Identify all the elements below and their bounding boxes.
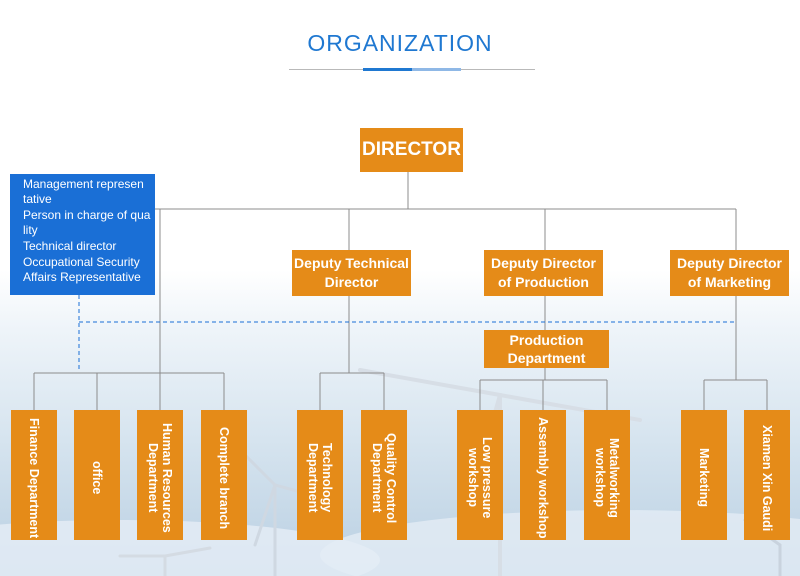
management-line: lity <box>23 223 38 237</box>
title-accent-bar-light <box>412 68 461 71</box>
dept-label: Complete branch <box>217 426 231 530</box>
dept-label: Technology Department <box>306 443 334 513</box>
dept-label: Quality Control Department <box>370 432 398 524</box>
dept-label: Metalworking workshop <box>593 438 621 518</box>
production-department-box: Production Department <box>484 330 609 368</box>
dept-label: office <box>90 461 104 495</box>
dept-label: Human Resources Department <box>146 423 174 533</box>
dept-complete-branch: Complete branch <box>201 410 247 540</box>
page-title: ORGANIZATION <box>307 30 493 56</box>
management-line: Management represen <box>23 177 144 191</box>
dept-marketing: Marketing <box>681 410 727 540</box>
management-line: Person in charge of qua <box>23 208 151 222</box>
dept-xiamen-xin-gaudi: Xiamen Xin Gaudi <box>744 410 790 540</box>
management-line: Occupational Security <box>23 255 140 269</box>
deputy-director-marketing-box: Deputy Director of Marketing <box>670 250 789 296</box>
dept-low-pressure-workshop: Low pressure workshop <box>457 410 503 540</box>
dept-label: Finance Department <box>27 417 41 539</box>
director-box: DIRECTOR <box>360 128 463 172</box>
dept-label: Marketing <box>697 448 711 508</box>
dept-quality-control: Quality Control Department <box>361 410 407 540</box>
dept-technology: Technology Department <box>297 410 343 540</box>
management-line: tative <box>23 192 52 206</box>
dept-label: Low pressure workshop <box>466 437 494 519</box>
dept-finance: Finance Department <box>11 410 57 540</box>
dept-metalworking-workshop: Metalworking workshop <box>584 410 630 540</box>
deputy-director-production-box: Deputy Director of Production <box>484 250 603 296</box>
dept-human-resources: Human Resources Department <box>137 410 183 540</box>
management-line: Affairs Representative <box>23 270 141 284</box>
management-line: Technical director <box>23 239 117 253</box>
deputy-technical-director-box: Deputy Technical Director <box>292 250 411 296</box>
dept-assembly-workshop: Assembly workshop <box>520 410 566 540</box>
dept-office: office <box>74 410 120 540</box>
management-representative-box: Management represen tative Person in cha… <box>10 174 155 295</box>
dept-label: Xiamen Xin Gaudi <box>760 424 774 532</box>
dept-label: Assembly workshop <box>536 417 550 539</box>
